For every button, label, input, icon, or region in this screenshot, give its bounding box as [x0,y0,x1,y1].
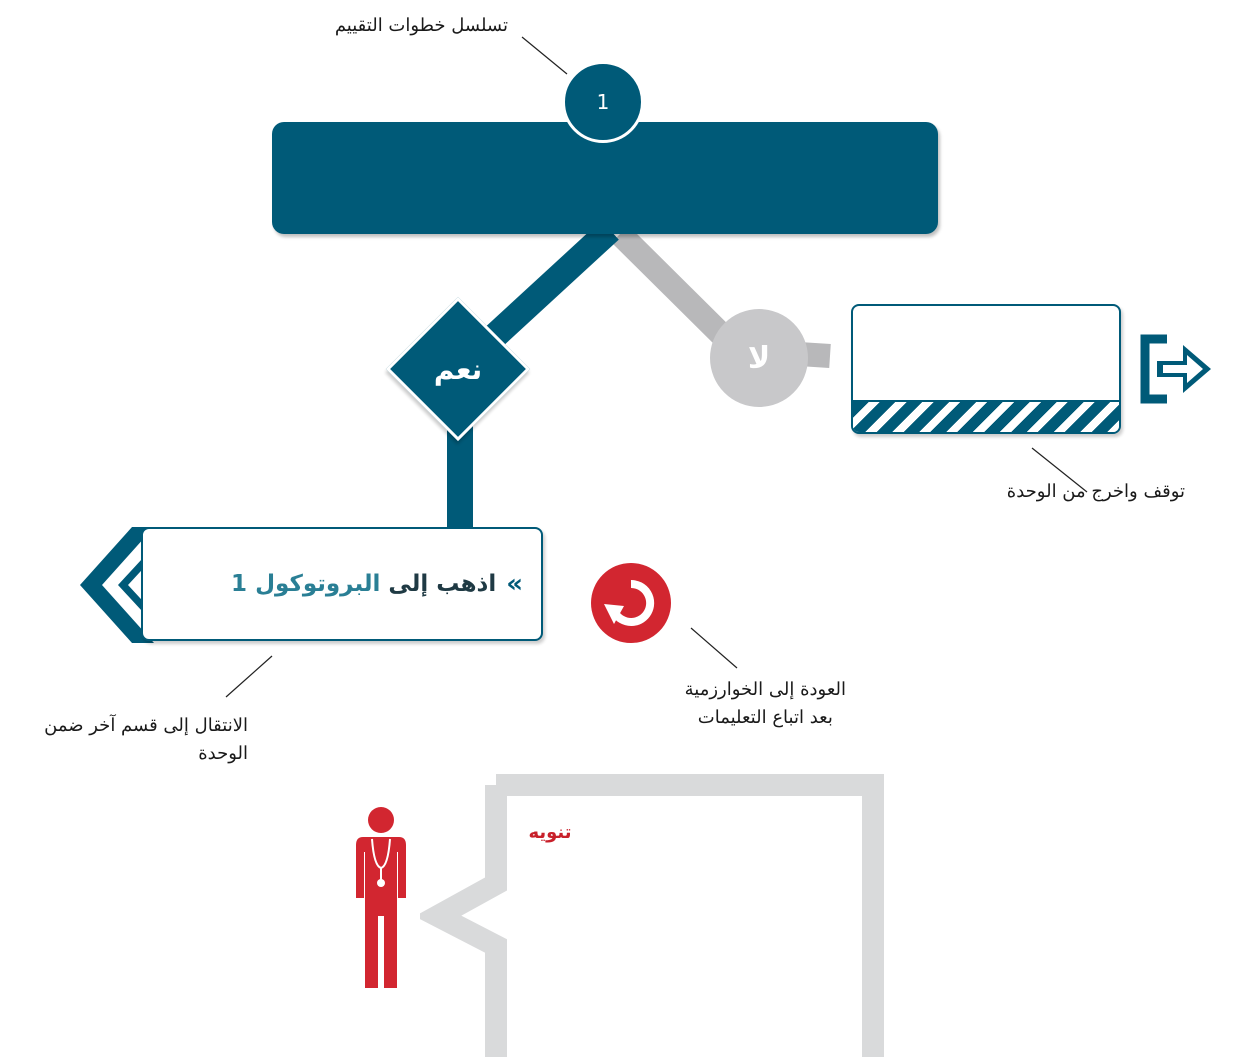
goto-section-annotation: الانتقال إلى قسم آخر ضمن الوحدة [44,712,248,768]
return-annotation: العودة إلى الخوارزمية بعد اتباع التعليما… [685,676,846,732]
protocol-number: 1 [231,571,248,597]
stop-exit-annotation: توقف واخرج من الوحدة [1006,481,1185,502]
go-to-protocol-text: » اذهب إلى البروتوكول 1 [231,529,523,639]
guillemet-icon: » [506,569,523,599]
caution-callout-frame [420,774,884,1057]
return-line1: العودة إلى الخوارزمية [684,679,846,700]
step-number-badge: 1 [562,61,644,143]
go-to-protocol-box[interactable]: » اذهب إلى البروتوكول 1 [141,527,543,641]
no-circle: لا [710,309,808,407]
stop-leader-line [1031,447,1088,493]
go-to-label: اذهب إلى [388,571,497,597]
stop-exit-box [851,304,1121,434]
goto-leader-line [225,655,273,698]
sequence-leader-line [521,36,568,75]
yes-label: نعم [433,352,483,386]
exit-arrow-icon [1140,334,1211,404]
goto-section-line2: الوحدة [198,742,248,764]
caution-title: تنويه [528,822,572,843]
return-line2: بعد اتباع التعليمات [697,706,833,728]
goto-section-line1: الانتقال إلى قسم آخر ضمن [44,715,248,736]
return-leader-line [690,627,738,669]
sequence-annotation: تسلسل خطوات التقييم [334,15,508,36]
doctor-figure-icon [356,807,406,988]
return-circular-arrow-icon [591,563,671,643]
protocol-name: البروتوكول [255,571,381,597]
hazard-stripes [853,400,1119,432]
